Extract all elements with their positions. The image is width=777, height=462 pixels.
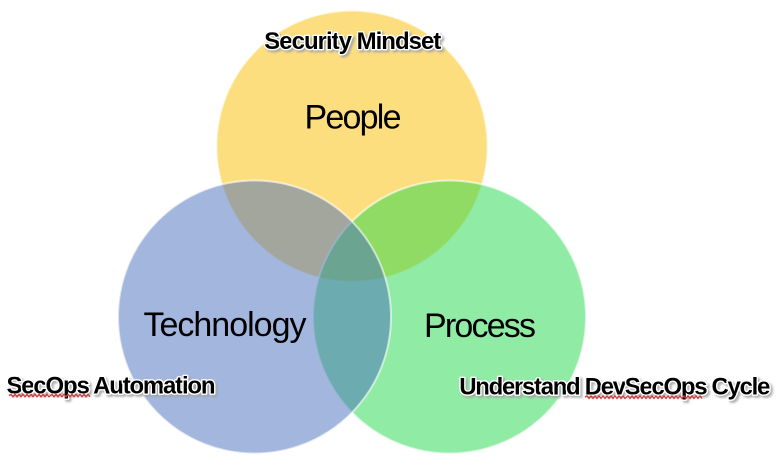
svg-text:Technology: Technology — [144, 306, 307, 344]
svg-text:Security Mindset: Security Mindset — [264, 28, 441, 55]
svg-text:People: People — [305, 98, 402, 136]
svg-text:Process: Process — [424, 307, 536, 345]
svg-text:SecOps Automation: SecOps Automation — [7, 373, 216, 400]
